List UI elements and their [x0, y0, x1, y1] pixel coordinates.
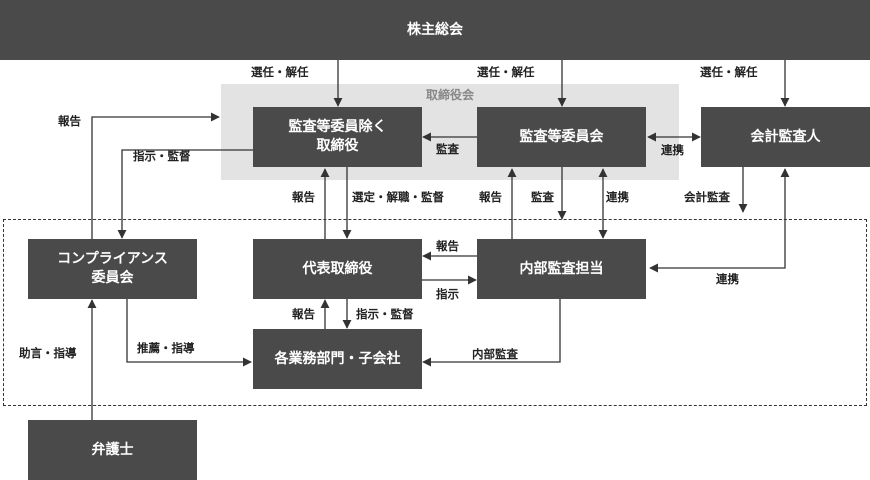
- edge-label-recommend-guide: 推薦・指導: [137, 341, 195, 355]
- edge-label-elect-dismiss: 選任・解任: [251, 65, 309, 79]
- internal-control-region: [3, 219, 867, 406]
- edge-label-accounting-audit: 会計監査: [684, 190, 730, 204]
- edge-label-coordinate: 連携: [661, 143, 684, 157]
- edge-label-report: 報告: [292, 307, 315, 321]
- edge-label-instruct-supervise: 指示・監督: [356, 307, 414, 321]
- audit-committee-box: 監査等委員会: [477, 107, 646, 167]
- edge-label-coordinate: 連携: [716, 272, 739, 286]
- representative-director-box: 代表取締役: [253, 239, 422, 299]
- non-audit-directors-box: 監査等委員除く 取締役: [253, 107, 422, 167]
- edge-label-coordinate: 連携: [606, 190, 629, 204]
- edge-label-elect-dismiss: 選任・解任: [477, 65, 535, 79]
- edge-label-elect-dismiss: 選任・解任: [700, 65, 758, 79]
- edge-label-instruct-supervise: 指示・監督: [133, 149, 191, 163]
- edge-label-advise-guide: 助言・指導: [19, 346, 77, 360]
- accounting-auditor-box: 会計監査人: [701, 107, 870, 167]
- edge-label-report: 報告: [436, 239, 459, 253]
- edge-label-report: 報告: [479, 190, 502, 204]
- edge-label-internal-audit: 内部監査: [472, 347, 518, 361]
- compliance-committee-box: コンプライアンス 委員会: [28, 239, 197, 299]
- edge-label-audit: 監査: [436, 142, 459, 156]
- shareholders-meeting-box: 株主総会: [0, 0, 870, 60]
- edge-label-report: 報告: [58, 114, 81, 128]
- edge-label-audit: 監査: [531, 190, 554, 204]
- edge-label-report: 報告: [292, 190, 315, 204]
- edge-label-instruct: 指示: [436, 287, 459, 301]
- edge-label-appoint-dismiss-supervise: 選定・解職・監督: [352, 190, 444, 204]
- departments-subsidiaries-box: 各業務部門・子会社: [253, 329, 422, 389]
- lawyer-box: 弁護士: [28, 420, 197, 480]
- board-label: 取締役会: [425, 88, 474, 102]
- internal-audit-box: 内部監査担当: [477, 239, 646, 299]
